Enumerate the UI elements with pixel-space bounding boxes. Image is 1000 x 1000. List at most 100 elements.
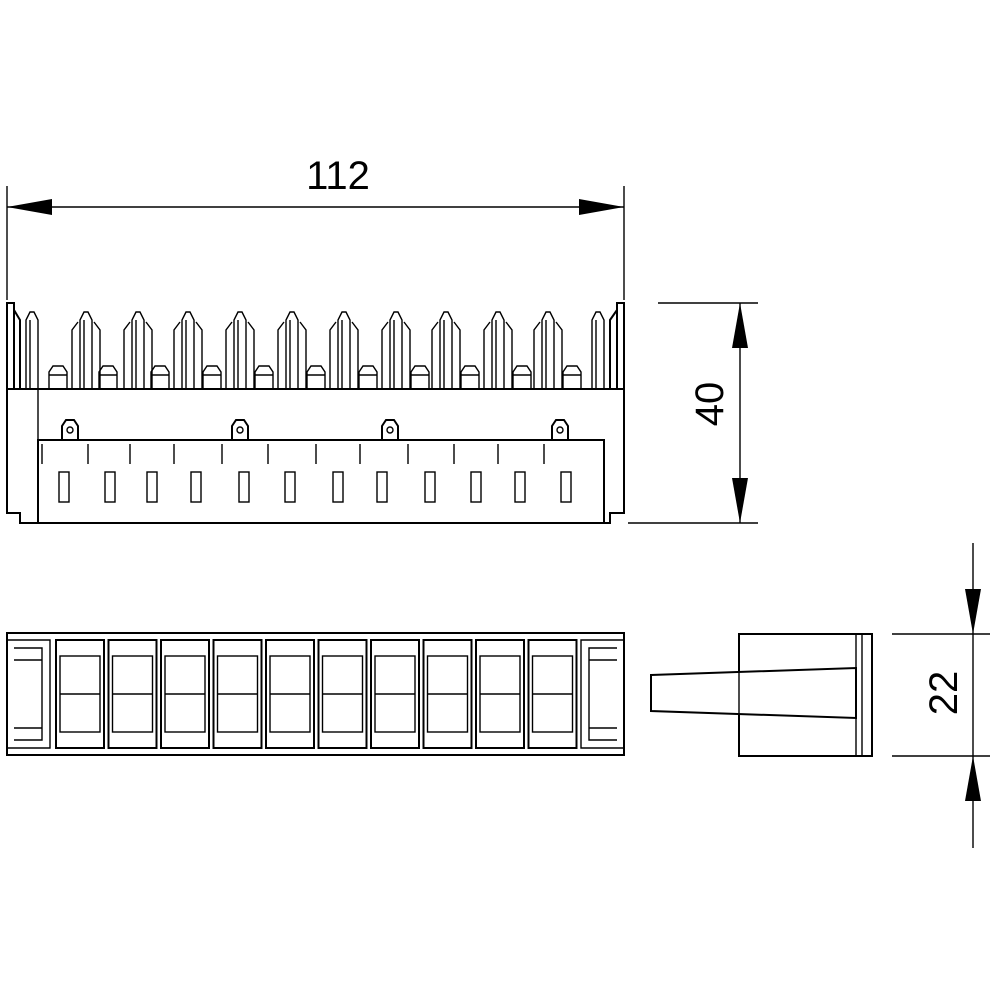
cell-5 [265,639,315,749]
tab-2 [231,419,249,440]
width-label: 112 [306,154,370,198]
contact-6 [277,311,307,389]
contact-guide [453,321,461,389]
clamp-8 [410,365,430,389]
contact-guide [403,321,411,389]
clamp-5 [254,365,274,389]
contact-guide [123,321,131,389]
tab-3 [381,419,399,440]
contact-guide [71,321,79,389]
side-view [650,633,873,757]
contact-guide [247,321,255,389]
contact-guide [533,321,541,389]
depth-label: 22 [922,671,966,716]
contact-blade [181,311,195,389]
clamp-3 [150,365,170,389]
contact-guide [381,321,389,389]
contact-guide [483,321,491,389]
contact-blade [25,311,39,389]
contact-5 [225,311,255,389]
contact-2 [71,311,101,389]
contact-10 [483,311,513,389]
cell-outer [212,639,263,749]
contact-11 [533,311,563,389]
cell-7 [370,639,420,749]
clamp-9 [460,365,480,389]
terminal-cells [55,639,578,749]
contact-blade [337,311,351,389]
contact-guide [329,321,337,389]
tab-hole [236,426,244,434]
slot-6 [284,471,296,503]
cell-10 [527,639,578,749]
tab-hole [386,426,394,434]
width-dimension: 112 [6,154,625,300]
cell-outer [527,639,578,749]
contact-3 [123,311,153,389]
slot-11 [514,471,526,503]
slot-9 [424,471,436,503]
contact-blade [541,311,555,389]
upper-contacts [25,311,605,389]
cell-8 [422,639,473,749]
contact-guide [555,321,563,389]
height-dimension: 40 [628,302,758,524]
front-view [6,302,625,524]
slot-2 [104,471,116,503]
contact-guide [431,321,439,389]
contact-guide [173,321,181,389]
cell-outer [422,639,473,749]
cell-3 [160,639,210,749]
cell-outer [370,639,420,749]
slot-3 [146,471,158,503]
slot-12 [560,471,572,503]
cell-1 [55,639,105,749]
clamp-7 [358,365,378,389]
tab-hole [556,426,564,434]
contact-guide [351,321,359,389]
contact-7 [329,311,359,389]
clamp-11 [562,365,582,389]
clamp-4 [202,365,222,389]
contact-blade [491,311,505,389]
clamp-2 [98,365,118,389]
cell-outer [160,639,210,749]
top-view [6,632,625,756]
slot-7 [332,471,344,503]
slot-5 [238,471,250,503]
slot-4 [190,471,202,503]
tab-4 [551,419,569,440]
latch-tabs [61,419,569,440]
slot-8 [376,471,388,503]
contact-blade [285,311,299,389]
cell-outer [317,639,368,749]
contact-blade [233,311,247,389]
contact-blade [79,311,93,389]
clamp-10 [512,365,532,389]
cell-2 [107,639,158,749]
tab-hole [66,426,74,434]
contact-guide [505,321,513,389]
contact-blade [591,311,605,389]
contact-8 [381,311,411,389]
height-label: 40 [688,382,732,427]
slot-1 [58,471,70,503]
contact-blade [439,311,453,389]
front-slots [41,444,572,503]
contact-12 [591,311,605,389]
clamp-1 [48,365,68,389]
cell-outer [107,639,158,749]
contact-guide [277,321,285,389]
cell-outer [55,639,105,749]
cell-9 [475,639,525,749]
cell-outer [265,639,315,749]
clamp-6 [306,365,326,389]
contact-9 [431,311,461,389]
cell-outer [475,639,525,749]
contact-blade [389,311,403,389]
contact-4 [173,311,203,389]
slot-10 [470,471,482,503]
cell-4 [212,639,263,749]
contact-guide [299,321,307,389]
